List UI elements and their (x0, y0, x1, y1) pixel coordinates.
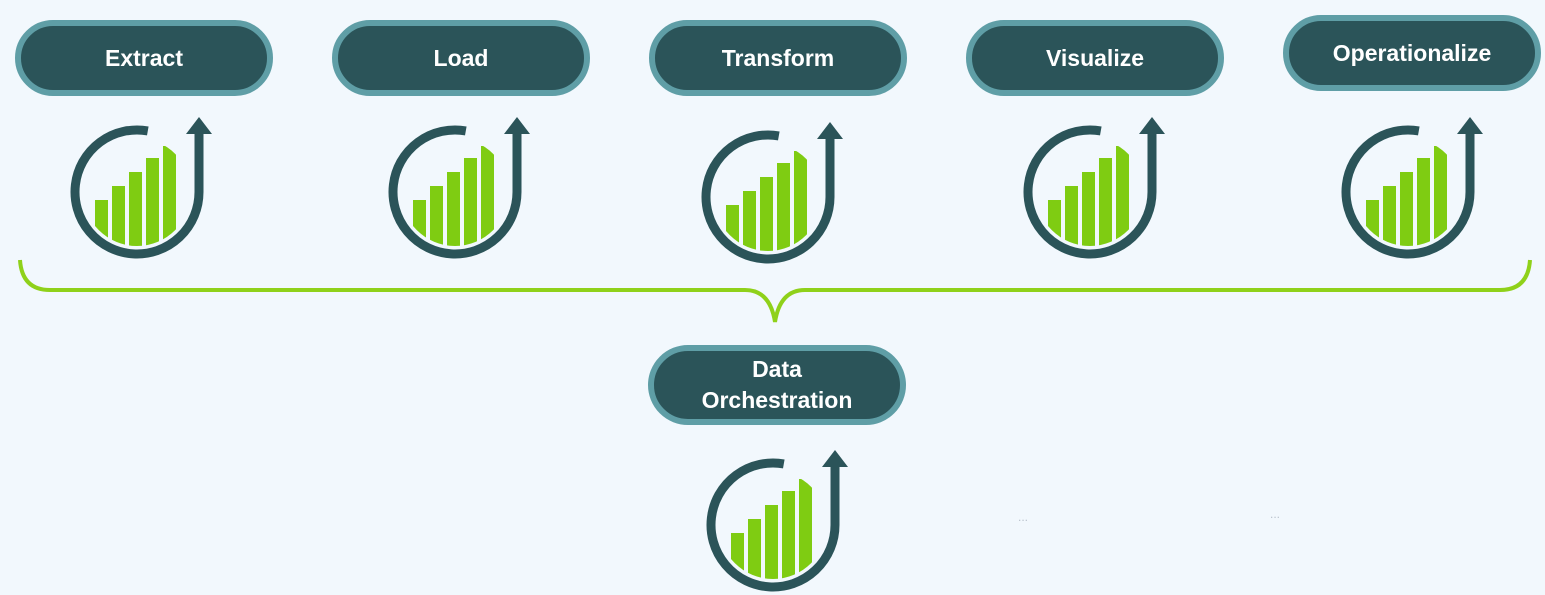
ellipsis-text: ... (1018, 510, 1029, 524)
growth-chart-icon (1023, 117, 1165, 259)
bar (1065, 186, 1078, 246)
bar (1082, 172, 1095, 246)
growth-chart-icon (388, 117, 530, 259)
growth-chart-icon (706, 450, 848, 592)
bar (765, 505, 778, 579)
bar (743, 191, 756, 251)
bar (1116, 146, 1129, 246)
bar (430, 186, 443, 246)
growth-chart-icon (1341, 117, 1483, 259)
result-label-line1: Data (752, 356, 802, 382)
grouping-bracket (18, 259, 1532, 323)
bar (1400, 172, 1413, 246)
bar (794, 151, 807, 251)
bar (1417, 158, 1430, 246)
stage-pill-transform: Transform (649, 20, 907, 96)
bar (782, 491, 795, 579)
ellipsis-text: ... (1270, 507, 1281, 521)
growth-chart-icon (701, 122, 843, 264)
bar (481, 146, 494, 246)
result-pill: Data Orchestration (648, 345, 906, 425)
stage-pill-visualize: Visualize (966, 20, 1224, 96)
bar (777, 163, 790, 251)
bar (748, 519, 761, 579)
bar (1099, 158, 1112, 246)
bar (447, 172, 460, 246)
bar (129, 172, 142, 246)
bar (112, 186, 125, 246)
stage-pill-operationalize: Operationalize (1283, 15, 1541, 91)
stage-pill-load: Load (332, 20, 590, 96)
stage-pill-extract: Extract (15, 20, 273, 96)
bar (799, 479, 812, 579)
bar (1383, 186, 1396, 246)
bar (1434, 146, 1447, 246)
bar (146, 158, 159, 246)
bar (163, 146, 176, 246)
bar (760, 177, 773, 251)
growth-chart-icon (70, 117, 212, 259)
bar (464, 158, 477, 246)
result-label-line2: Orchestration (701, 387, 853, 413)
